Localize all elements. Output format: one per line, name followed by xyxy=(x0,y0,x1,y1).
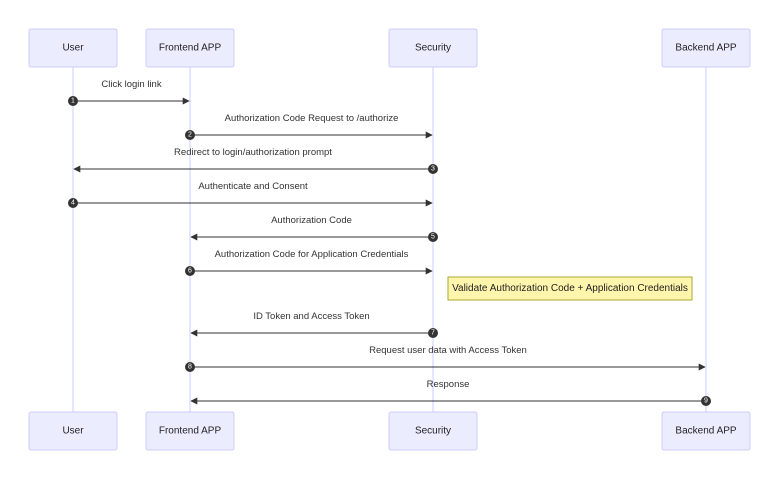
note-text: Validate Authorization Code + Applicatio… xyxy=(452,283,688,294)
message-label: ID Token and Access Token xyxy=(253,311,369,322)
participant-label: Frontend APP xyxy=(159,426,222,437)
sequence-number-badge xyxy=(428,328,438,338)
message-2: Authorization Code Request to /authorize… xyxy=(185,113,433,140)
sequence-number: 5 xyxy=(431,234,435,241)
participant-box xyxy=(661,411,751,451)
participant-label: User xyxy=(62,43,84,54)
sequence-number: 3 xyxy=(431,166,435,173)
participant-box xyxy=(388,28,478,68)
message-label: Authorization Code Request to /authorize xyxy=(225,113,399,124)
message-6: Authorization Code for Application Crede… xyxy=(185,249,433,276)
sequence-number: 7 xyxy=(431,330,435,337)
participant-box xyxy=(145,411,235,451)
actors-bottom: User Frontend APP Security Backend APP xyxy=(28,411,751,451)
participant-security-bottom: Security xyxy=(388,411,478,451)
note-box xyxy=(447,276,693,301)
participant-user-top: User xyxy=(28,28,118,68)
notes: Validate Authorization Code + Applicatio… xyxy=(447,276,693,301)
sequence-number-badge xyxy=(185,362,195,372)
message-label: Authorization Code for Application Crede… xyxy=(215,249,409,260)
participant-box xyxy=(388,411,478,451)
sequence-number: 1 xyxy=(71,98,75,105)
participant-backend-bottom: Backend APP xyxy=(661,411,751,451)
message-4: Authenticate and Consent 4 xyxy=(68,181,433,208)
message-label: Request user data with Access Token xyxy=(369,345,527,356)
message-label: Authorization Code xyxy=(271,215,352,226)
actors-top: User Frontend APP Security Backend APP xyxy=(28,28,751,68)
participant-label: Backend APP xyxy=(675,426,736,437)
sequence-number: 9 xyxy=(704,398,708,405)
participant-box xyxy=(661,28,751,68)
participant-frontend-top: Frontend APP xyxy=(145,28,235,68)
message-9: Response 9 xyxy=(190,379,711,406)
participant-box xyxy=(28,411,118,451)
message-label: Click login link xyxy=(101,79,161,90)
sequence-number-badge xyxy=(428,164,438,174)
participant-label: Security xyxy=(415,426,451,437)
sequence-number-badge xyxy=(185,130,195,140)
participant-box xyxy=(28,28,118,68)
sequence-number-badge xyxy=(428,232,438,242)
sequence-number: 6 xyxy=(188,268,192,275)
message-label: Response xyxy=(427,379,470,390)
message-8: Request user data with Access Token 8 xyxy=(185,345,706,372)
participant-frontend-bottom: Frontend APP xyxy=(145,411,235,451)
sequence-number-badge xyxy=(68,198,78,208)
participant-user-bottom: User xyxy=(28,411,118,451)
sequence-number-badge xyxy=(185,266,195,276)
sequence-number: 2 xyxy=(188,132,192,139)
message-1: Click login link 1 xyxy=(68,79,190,106)
participant-label: Frontend APP xyxy=(159,43,222,54)
participant-label: Security xyxy=(415,43,451,54)
participant-backend-top: Backend APP xyxy=(661,28,751,68)
participant-label: Backend APP xyxy=(675,43,736,54)
sequence-number: 4 xyxy=(71,200,75,207)
note: Validate Authorization Code + Applicatio… xyxy=(447,276,693,301)
sequence-number: 8 xyxy=(188,364,192,371)
sequence-number-badge xyxy=(68,96,78,106)
participant-security-top: Security xyxy=(388,28,478,68)
participant-box xyxy=(145,28,235,68)
message-label: Authenticate and Consent xyxy=(198,181,308,192)
message-3: Redirect to login/authorization prompt 3 xyxy=(73,147,438,174)
message-7: ID Token and Access Token 7 xyxy=(190,311,438,338)
message-5: Authorization Code 5 xyxy=(190,215,438,242)
message-label: Redirect to login/authorization prompt xyxy=(174,147,332,158)
sequence-number-badge xyxy=(701,396,711,406)
participant-label: User xyxy=(62,426,84,437)
